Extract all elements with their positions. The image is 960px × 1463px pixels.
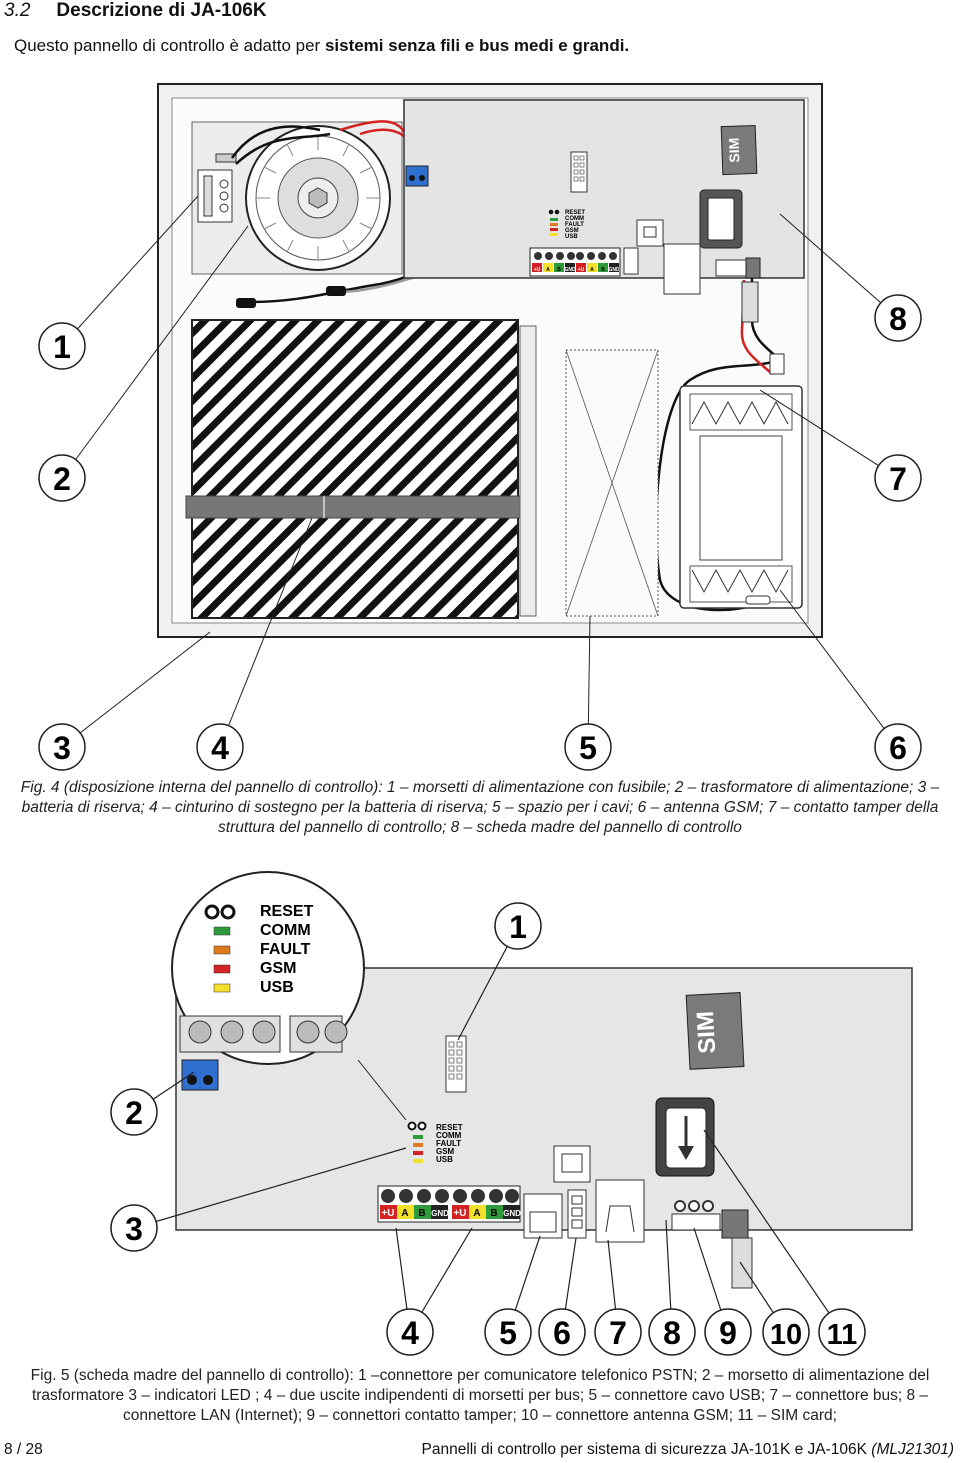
board-led-gsm: GSM bbox=[436, 1147, 455, 1156]
term-b-1: B bbox=[418, 1208, 425, 1219]
fig4-callout-4: 4 bbox=[211, 730, 229, 766]
fig5-callout-8: 8 bbox=[663, 1315, 681, 1351]
fig5-callout-5: 5 bbox=[499, 1315, 517, 1351]
fig4-led-reset: RESET bbox=[565, 210, 585, 216]
fig4-led-comm: COMM bbox=[565, 216, 584, 222]
svg-text:+U: +U bbox=[534, 267, 541, 273]
figure-5-diagram: RESET COMM FAULT GSM USB SIM bbox=[110, 871, 913, 1356]
board-led-reset: RESET bbox=[436, 1123, 463, 1132]
svg-text:GND: GND bbox=[608, 267, 620, 273]
board-led-usb: USB bbox=[436, 1155, 453, 1164]
fig4-callout-5: 5 bbox=[579, 730, 597, 766]
fig5-caption: Fig. 5 (scheda madre del pannello di con… bbox=[30, 1367, 930, 1424]
footer-code: (MLJ21301) bbox=[871, 1441, 954, 1458]
section-title: Descrizione di JA-106K bbox=[56, 0, 267, 21]
zoom-led-reset: RESET bbox=[260, 903, 314, 920]
fig4-callout-3: 3 bbox=[53, 730, 71, 766]
tamper-contact bbox=[679, 385, 803, 609]
fig4-callout-7: 7 bbox=[889, 461, 907, 497]
sim-label: SIM bbox=[692, 1010, 721, 1054]
fig4-callout-2: 2 bbox=[53, 461, 71, 497]
board-led-block: RESET COMM FAULT GSM USB bbox=[407, 1121, 463, 1164]
fig4-terminal-block: +U A B GND +U A B GND bbox=[529, 247, 621, 277]
intro-bold: sistemi senza fili e bus medi e grandi. bbox=[324, 36, 630, 55]
fig4-callouts: 1 2 3 4 5 6 7 8 bbox=[38, 294, 922, 771]
zoom-led-comm: COMM bbox=[260, 922, 311, 939]
fig4-led-gsm: GSM bbox=[565, 228, 579, 234]
fig5-callout-9: 9 bbox=[719, 1315, 737, 1351]
fig5-callout-7: 7 bbox=[609, 1315, 627, 1351]
bus-terminal-blocks: +U A B GND +U A B GND bbox=[377, 1185, 521, 1223]
section-number: 3.2 bbox=[4, 0, 31, 21]
fig5-callouts: 1 2 3 4 5 6 7 8 9 10 11 bbox=[110, 902, 866, 1356]
term-b-2: B bbox=[490, 1208, 497, 1219]
fig5-callout-4: 4 bbox=[401, 1315, 419, 1351]
svg-text:A: A bbox=[590, 267, 594, 273]
section-heading: 3.2 Descrizione di JA-106K bbox=[4, 0, 267, 22]
backup-battery bbox=[191, 319, 519, 619]
svg-text:B: B bbox=[601, 267, 605, 273]
fig5-callout-6: 6 bbox=[553, 1315, 571, 1351]
transformer bbox=[245, 125, 391, 271]
fig4-sim-label: SIM bbox=[726, 137, 743, 162]
term-u-1: +U bbox=[381, 1208, 394, 1219]
zoom-led-usb: USB bbox=[260, 979, 294, 996]
term-a-2: A bbox=[473, 1208, 480, 1219]
term-u-2: +U bbox=[453, 1208, 466, 1219]
footer-title: Pannelli di controllo per sistema di sic… bbox=[422, 1441, 954, 1459]
fig5-callout-11: 11 bbox=[827, 1319, 858, 1351]
fig5-callout-1: 1 bbox=[509, 909, 527, 945]
svg-text:+U: +U bbox=[578, 267, 585, 273]
cable-space bbox=[565, 349, 659, 617]
svg-text:B: B bbox=[557, 267, 561, 273]
board-led-fault: FAULT bbox=[436, 1139, 461, 1148]
battery-strap bbox=[185, 495, 523, 519]
svg-text:GND: GND bbox=[564, 267, 576, 273]
fig5-callout-3: 3 bbox=[125, 1211, 143, 1247]
footer-title-text: Pannelli di controllo per sistema di sic… bbox=[421, 1441, 872, 1458]
fig4-led-block: RESET COMM FAULT GSM USB bbox=[548, 209, 585, 240]
term-gnd-1: GND bbox=[431, 1209, 449, 1218]
fig4-caption: Fig. 4 (disposizione interna del pannell… bbox=[20, 779, 940, 836]
fig4-led-fault: FAULT bbox=[565, 222, 584, 228]
term-gnd-2: GND bbox=[503, 1209, 521, 1218]
fig5-callout-10: 10 bbox=[770, 1319, 802, 1351]
sim-card bbox=[685, 992, 745, 1070]
board-led-comm: COMM bbox=[436, 1131, 462, 1140]
zoom-led-gsm: GSM bbox=[260, 960, 296, 977]
svg-text:A: A bbox=[546, 267, 550, 273]
fig4-callout-8: 8 bbox=[889, 301, 907, 337]
page-number: 8 / 28 bbox=[4, 1441, 43, 1458]
zoom-leds: RESET COMM FAULT GSM USB bbox=[204, 903, 314, 996]
intro-paragraph: Questo pannello di controllo è adatto pe… bbox=[14, 36, 629, 56]
zoom-led-fault: FAULT bbox=[260, 941, 311, 958]
intro-text: Questo pannello di controllo è adatto pe… bbox=[14, 36, 325, 55]
fig4-callout-1: 1 bbox=[53, 329, 71, 365]
term-a-1: A bbox=[401, 1208, 408, 1219]
page-footer: 8 / 28 Pannelli di controllo per sistema… bbox=[4, 1441, 954, 1459]
fig4-led-usb: USB bbox=[565, 234, 578, 240]
fig4-callout-6: 6 bbox=[889, 730, 907, 766]
fig5-callout-2: 2 bbox=[125, 1095, 143, 1131]
